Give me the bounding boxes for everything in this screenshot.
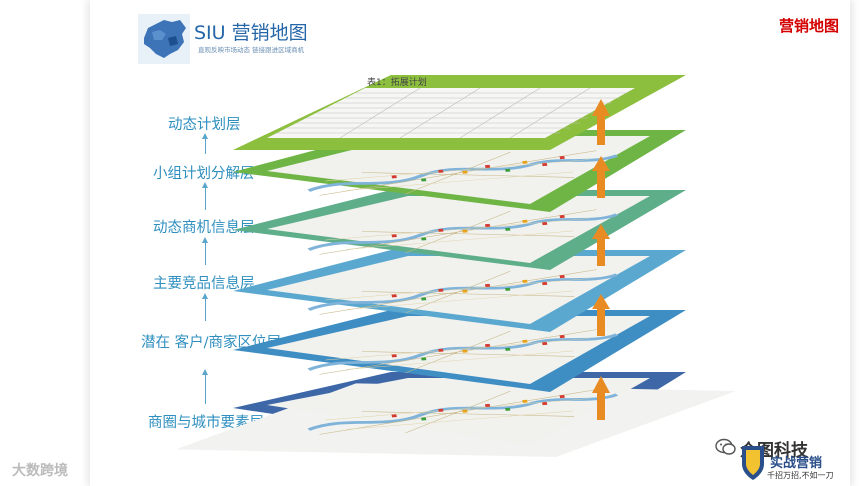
watermark-left: 大数跨境 bbox=[12, 463, 68, 479]
badge-shield-icon bbox=[742, 446, 764, 480]
corner-title: 营销地图 bbox=[778, 17, 839, 35]
wechat-icon bbox=[715, 438, 736, 455]
layer-label-group-plan: 小组计划分解层 bbox=[153, 166, 255, 182]
layer-label-city: 商圈与城市要素层 bbox=[148, 415, 264, 431]
orange-arrow-icons bbox=[592, 99, 610, 420]
layer-label-opportunity: 动态商机信息层 bbox=[153, 220, 255, 236]
logo: SIU 营销地图 直观反映市场动态 链接跟进区域商机 bbox=[138, 14, 326, 64]
arrow-up-icon bbox=[202, 182, 208, 210]
plan-sheet-title: 表1：拓展计划 bbox=[367, 76, 427, 88]
china-map-icon bbox=[138, 14, 190, 64]
layer-label-plan: 动态计划层 bbox=[168, 117, 241, 133]
arrow-up-icon bbox=[202, 133, 208, 154]
arrow-up-icon bbox=[202, 293, 208, 321]
logo-subtitle: 直观反映市场动态 链接跟进区域商机 bbox=[198, 46, 305, 54]
plan-sheet-table bbox=[276, 87, 627, 139]
arrow-up-icon bbox=[202, 237, 208, 265]
badge-title: 实战营销 bbox=[770, 456, 823, 471]
logo-title: SIU 营销地图 bbox=[194, 22, 308, 44]
badge-subtitle: 千招万招,不如一刀 bbox=[767, 471, 834, 480]
arrow-up-icon bbox=[202, 369, 208, 404]
layer-label-competitor: 主要竞品信息层 bbox=[153, 276, 255, 292]
